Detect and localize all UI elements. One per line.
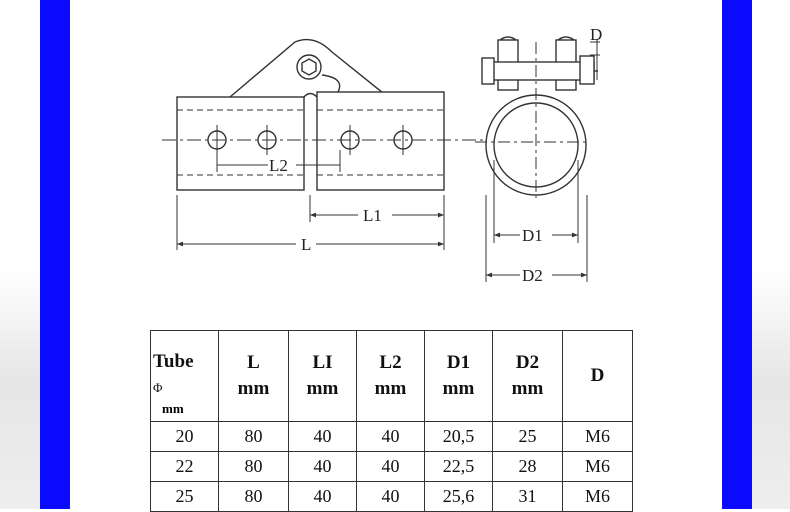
cell-d: M6 xyxy=(562,421,633,452)
cell-l1: 40 xyxy=(288,451,357,482)
dim-label-l1: L1 xyxy=(363,206,382,225)
cell-d2: 28 xyxy=(492,451,563,482)
cell-l2: 40 xyxy=(356,421,425,452)
cell-l1: 40 xyxy=(288,481,357,512)
cell-l2: 40 xyxy=(356,481,425,512)
clamp-side-view xyxy=(162,38,490,191)
cell-d2: 31 xyxy=(492,481,563,512)
dim-label-l: L xyxy=(301,235,311,254)
dim-label-d: D xyxy=(590,25,602,44)
clamp-end-view xyxy=(475,36,598,198)
dimension-l xyxy=(176,195,445,250)
table-row: 22 80 40 40 22,5 28 M6 xyxy=(150,451,633,482)
cell-d: M6 xyxy=(562,481,633,512)
cell-tube: 22 xyxy=(150,451,219,482)
dim-label-d2: D2 xyxy=(522,266,543,285)
cell-tube: 25 xyxy=(150,481,219,512)
header-tube-symbol: Φ xyxy=(153,380,163,395)
cell-l: 80 xyxy=(218,421,289,452)
cell-d2: 25 xyxy=(492,421,563,452)
drawing-sheet: L2 L1 L xyxy=(70,0,722,512)
cell-d1: 25,6 xyxy=(424,481,493,512)
table-row: 25 80 40 40 25,6 31 M6 xyxy=(150,481,633,512)
table-row: 20 80 40 40 20,5 25 M6 xyxy=(150,421,633,452)
dim-label-d1: D1 xyxy=(522,226,543,245)
cell-l: 80 xyxy=(218,481,289,512)
left-blue-bar xyxy=(40,0,70,509)
right-blue-bar xyxy=(722,0,752,509)
header-tube-unit: mm xyxy=(162,401,184,416)
technical-drawing: L2 L1 L xyxy=(162,25,602,285)
cell-l1: 40 xyxy=(288,421,357,452)
dim-label-l2: L2 xyxy=(269,156,288,175)
cell-d: M6 xyxy=(562,451,633,482)
cell-tube: 20 xyxy=(150,421,219,452)
cell-l: 80 xyxy=(218,451,289,482)
cell-l2: 40 xyxy=(356,451,425,482)
dimension-d2 xyxy=(485,195,588,282)
cell-d1: 22,5 xyxy=(424,451,493,482)
header-d: D xyxy=(562,330,633,422)
dimension-d1 xyxy=(493,160,579,243)
dimension-d xyxy=(590,40,600,80)
header-tube: Tube Φ xyxy=(150,330,219,422)
dimension-l2 xyxy=(216,150,341,172)
cell-d1: 20,5 xyxy=(424,421,493,452)
dimension-l1 xyxy=(309,195,445,222)
header-tube-label: Tube xyxy=(153,351,194,372)
